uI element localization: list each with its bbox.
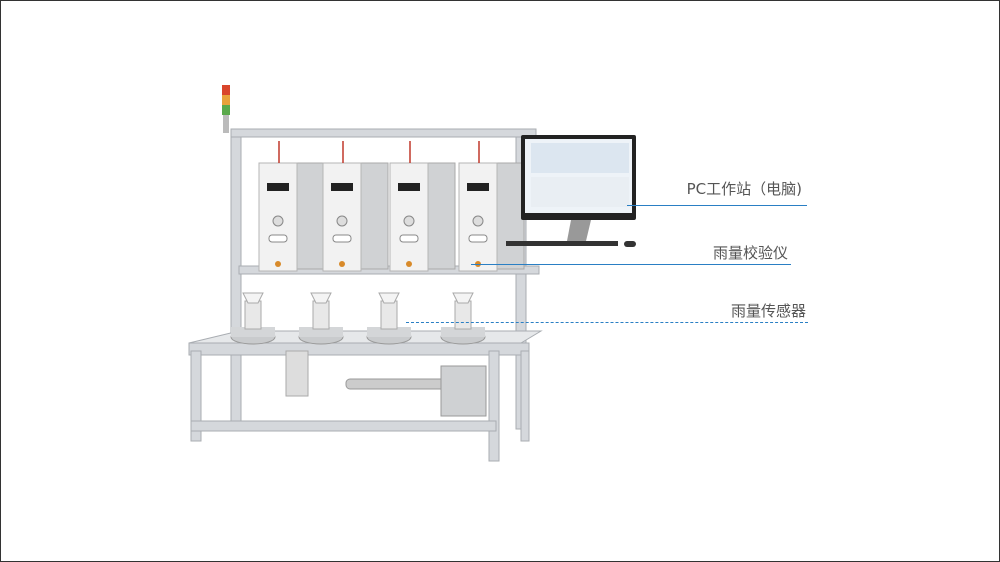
rain-gauge-sensor xyxy=(440,292,486,345)
calibrator-unit xyxy=(458,141,525,272)
pc-monitor xyxy=(506,135,636,247)
rain-gauge-sensor xyxy=(366,292,412,345)
callout-label-rain-gauge-sensor: 雨量传感器 xyxy=(730,302,806,320)
rain-gauge-calibrators xyxy=(258,141,525,272)
signal-light-tower xyxy=(222,85,230,133)
callout-line-pc-workstation xyxy=(627,205,807,206)
calibrator-unit xyxy=(389,141,456,272)
calibrator-unit xyxy=(258,141,325,272)
callout-line-rain-gauge-calibrator xyxy=(471,264,791,265)
rain-gauge-sensor xyxy=(230,292,276,345)
callout-label-pc-workstation: PC工作站（电脑) xyxy=(686,180,802,198)
callout-label-rain-gauge-calibrator: 雨量校验仪 xyxy=(712,244,788,262)
rain-gauge-sensors xyxy=(230,292,486,345)
callout-line-rain-gauge-sensor xyxy=(406,322,808,323)
calibrator-unit xyxy=(322,141,389,272)
rain-gauge-sensor xyxy=(298,292,344,345)
aluminum-frame xyxy=(188,128,543,462)
